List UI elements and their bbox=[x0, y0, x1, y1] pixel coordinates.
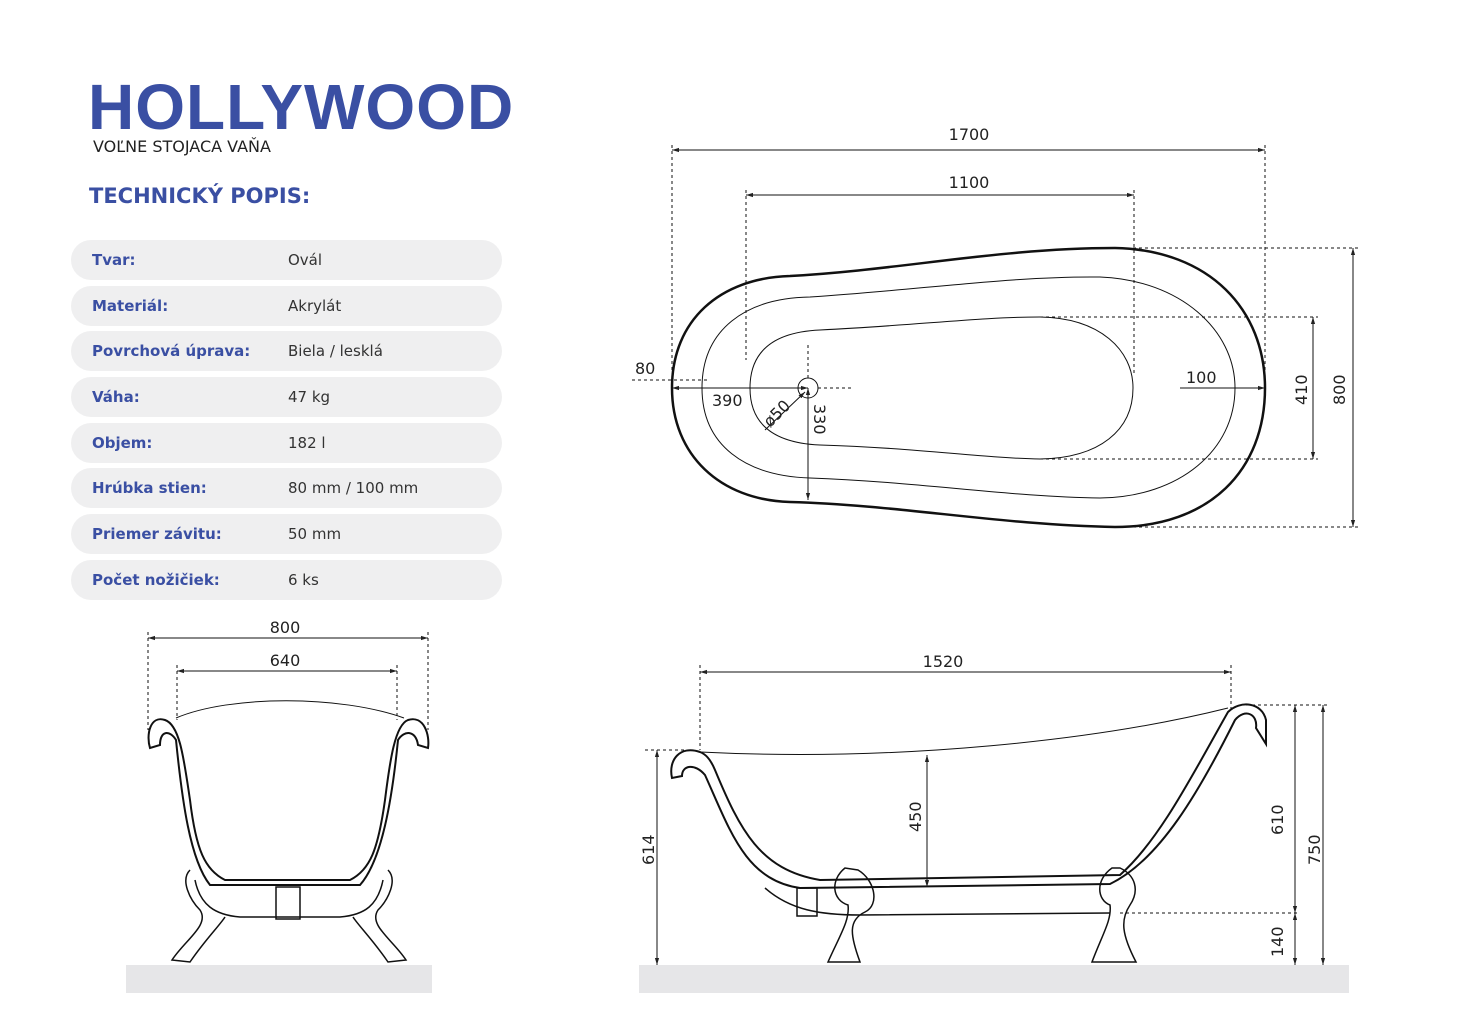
dim-top-drain-depth: 330 bbox=[810, 404, 829, 435]
spec-row: Povrchová úprava: Biela / lesklá bbox=[71, 331, 502, 372]
product-title: HOLLYWOOD bbox=[88, 71, 515, 143]
spec-label: Hrúbka stien: bbox=[92, 479, 207, 498]
section-heading: TECHNICKÝ POPIS: bbox=[89, 184, 311, 208]
floor bbox=[126, 965, 432, 993]
spec-label: Tvar: bbox=[92, 251, 136, 269]
dim-top-width: 800 bbox=[1330, 374, 1349, 405]
spec-table: Tvar: Ovál Materiál: Akrylát Povrchová úpr… bbox=[71, 240, 502, 606]
dim-top-wall-left: 80 bbox=[635, 359, 655, 378]
spec-label: Materiál: bbox=[92, 296, 169, 315]
end-view-drawing bbox=[147, 632, 430, 963]
spec-row: Objem: 182 l bbox=[71, 422, 502, 463]
spec-label: Priemer závitu: bbox=[92, 525, 222, 544]
spec-label: Objem: bbox=[92, 433, 153, 452]
spec-value: 182 l bbox=[288, 433, 326, 452]
dim-side-low-height: 614 bbox=[639, 834, 658, 865]
dim-side-depth: 450 bbox=[906, 801, 925, 832]
dim-top-length: 1700 bbox=[949, 125, 990, 144]
dim-top-drain-offset: 390 bbox=[712, 391, 743, 410]
top-view-drawing bbox=[632, 145, 1358, 529]
spec-value: 47 kg bbox=[288, 388, 331, 407]
product-subtitle: VOĽNE STOJACA VAŇA bbox=[93, 137, 271, 156]
spec-row: Váha: 47 kg bbox=[71, 377, 502, 418]
spec-row: Počet nožičiek: 6 ks bbox=[71, 559, 502, 600]
dim-top-drain-diameter: ø50 bbox=[759, 396, 794, 431]
dim-side-leg-height: 140 bbox=[1268, 926, 1287, 957]
spec-row: Materiál: Akrylát bbox=[71, 285, 502, 326]
spec-row: Hrúbka stien: 80 mm / 100 mm bbox=[71, 468, 502, 509]
spec-label: Počet nožičiek: bbox=[92, 570, 220, 589]
spec-value: Akrylát bbox=[288, 296, 342, 315]
spec-label: Povrchová úprava: bbox=[92, 342, 251, 361]
side-view-drawing bbox=[645, 665, 1330, 965]
spec-value: 80 mm / 100 mm bbox=[288, 479, 419, 498]
dim-top-inner-width: 410 bbox=[1292, 374, 1311, 405]
spec-value: 6 ks bbox=[288, 570, 319, 589]
spec-label: Váha: bbox=[92, 388, 140, 407]
dim-end-width: 800 bbox=[270, 618, 301, 637]
dim-side-length: 1520 bbox=[923, 652, 964, 671]
spec-row: Tvar: Ovál bbox=[71, 240, 502, 280]
dim-side-rim-height: 610 bbox=[1268, 804, 1287, 835]
spec-value: Ovál bbox=[288, 251, 323, 269]
floor bbox=[639, 965, 1349, 993]
dim-end-inner-width: 640 bbox=[270, 651, 301, 670]
spec-row: Priemer závitu: 50 mm bbox=[71, 514, 502, 555]
dim-side-height: 750 bbox=[1305, 834, 1324, 865]
dim-top-inner-length: 1100 bbox=[949, 173, 990, 192]
spec-value: Biela / lesklá bbox=[288, 342, 383, 361]
spec-value: 50 mm bbox=[288, 525, 342, 544]
dim-top-wall-right: 100 bbox=[1186, 368, 1217, 387]
